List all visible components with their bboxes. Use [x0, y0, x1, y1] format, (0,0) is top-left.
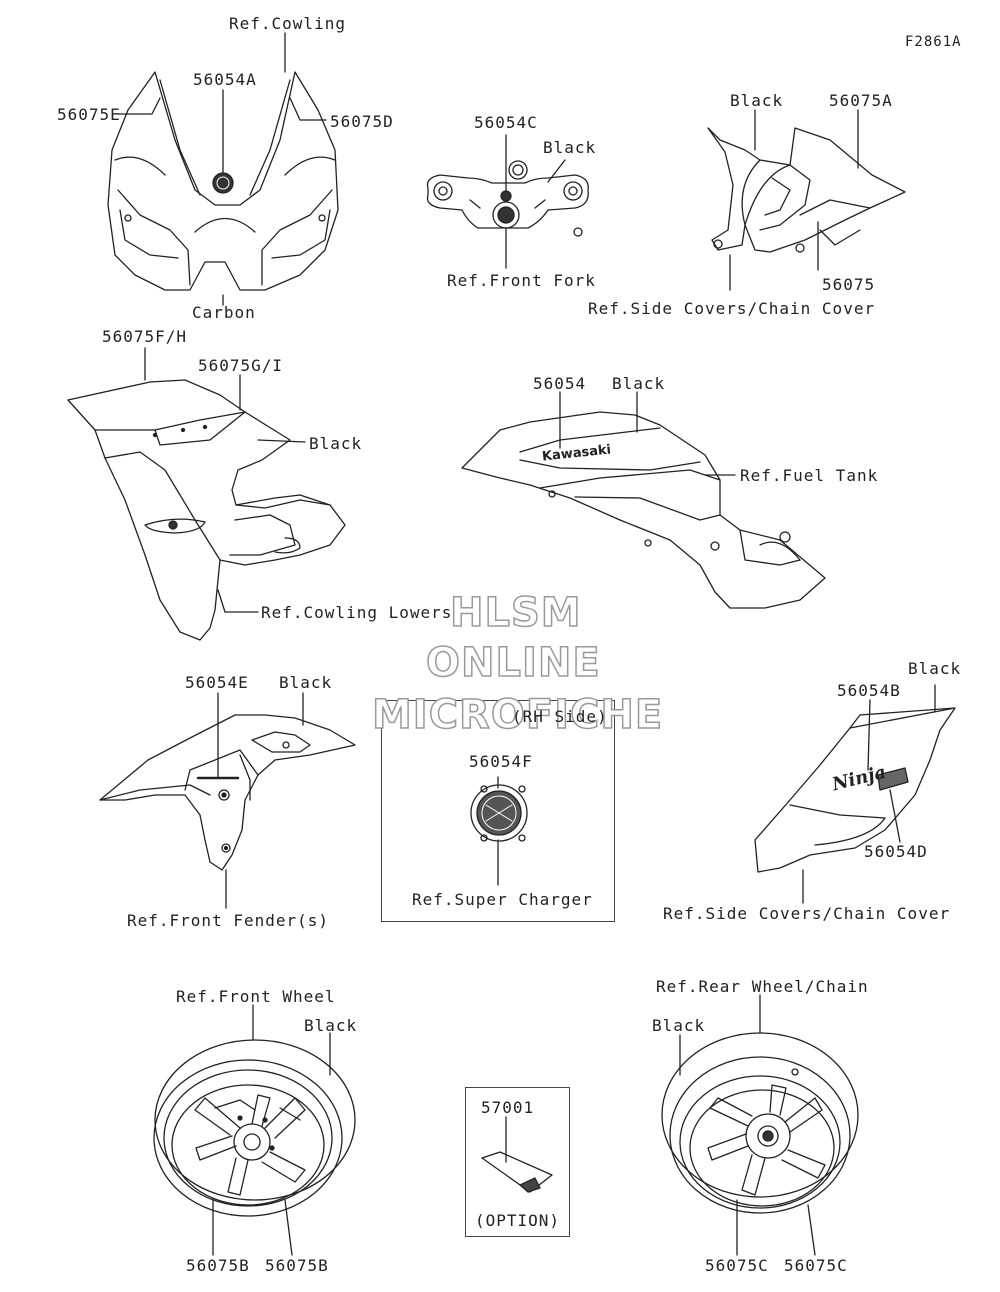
front-wheel-drawing — [153, 1039, 356, 1217]
label-black-rear-wheel: Black — [652, 1016, 706, 1035]
option-sticker-sheet-drawing — [481, 1151, 553, 1193]
label-black-tank: Black — [612, 374, 666, 393]
label-part-56075D: 56075D — [330, 112, 394, 131]
tail-cowl-drawing — [707, 127, 906, 253]
label-part-56054A: 56054A — [193, 70, 257, 89]
label-part-56075E: 56075E — [57, 105, 121, 124]
label-part-56054C: 56054C — [474, 113, 538, 132]
rh-side-box — [381, 700, 615, 922]
label-part-56075: 56075 — [822, 275, 876, 294]
figure-id: F2861A — [905, 34, 962, 50]
super-charger-emblem-drawing — [470, 784, 528, 842]
label-black-lower: Black — [309, 434, 363, 453]
label-rh-side: (RH Side) — [512, 707, 608, 726]
label-ref-cowling-lowers: Ref.Cowling Lowers — [261, 603, 453, 622]
fuel-tank-drawing — [461, 411, 826, 609]
top-bridge-drawing — [426, 160, 589, 237]
label-part-56054E: 56054E — [185, 673, 249, 692]
label-part-56075B-right: 56075B — [265, 1256, 329, 1275]
label-part-56075C-left: 56075C — [705, 1256, 769, 1275]
label-part-56075F-H: 56075F/H — [102, 327, 188, 346]
option-box — [465, 1087, 570, 1237]
label-carbon: Carbon — [192, 303, 256, 322]
watermark-microfiche: MICROFICHE — [371, 691, 664, 739]
front-fender-drawing — [99, 714, 356, 871]
label-black-front-wheel: Black — [304, 1016, 358, 1035]
label-black-tail: Black — [730, 91, 784, 110]
label-ref-fuel-tank: Ref.Fuel Tank — [740, 466, 879, 485]
lower-cowling-drawing — [67, 379, 346, 641]
label-option: (OPTION) — [475, 1211, 561, 1230]
label-black-fork: Black — [543, 138, 597, 157]
label-ref-super-charger: Ref.Super Charger — [412, 890, 593, 909]
label-ref-rear-wheel: Ref.Rear Wheel/Chain — [656, 977, 869, 996]
label-part-56054F: 56054F — [469, 752, 533, 771]
side-cover-drawing — [754, 707, 956, 873]
upper-cowling-drawing — [107, 71, 339, 291]
watermark-online: ONLINE — [425, 639, 601, 687]
label-part-56054B: 56054B — [837, 681, 901, 700]
label-part-56054: 56054 — [533, 374, 587, 393]
label-part-56075B-left: 56075B — [186, 1256, 250, 1275]
label-part-56075G-I: 56075G/I — [198, 356, 284, 375]
label-ref-front-wheel: Ref.Front Wheel — [176, 987, 336, 1006]
rear-wheel-drawing — [661, 1032, 859, 1214]
label-ref-front-fork: Ref.Front Fork — [447, 271, 596, 290]
label-part-56075A: 56075A — [829, 91, 893, 110]
label-black-fender: Black — [279, 673, 333, 692]
label-part-57001: 57001 — [481, 1098, 535, 1117]
label-part-56054D: 56054D — [864, 842, 928, 861]
label-ref-side-covers-top: Ref.Side Covers/Chain Cover — [588, 299, 876, 318]
label-ref-front-fenders: Ref.Front Fender(s) — [127, 911, 330, 930]
label-ref-side-covers-mid: Ref.Side Covers/Chain Cover — [663, 904, 951, 923]
label-ref-cowling: Ref.Cowling — [229, 14, 346, 33]
watermark-hlsm: HLSM — [449, 589, 582, 637]
label-part-56075C-right: 56075C — [784, 1256, 848, 1275]
label-black-side: Black — [908, 659, 962, 678]
